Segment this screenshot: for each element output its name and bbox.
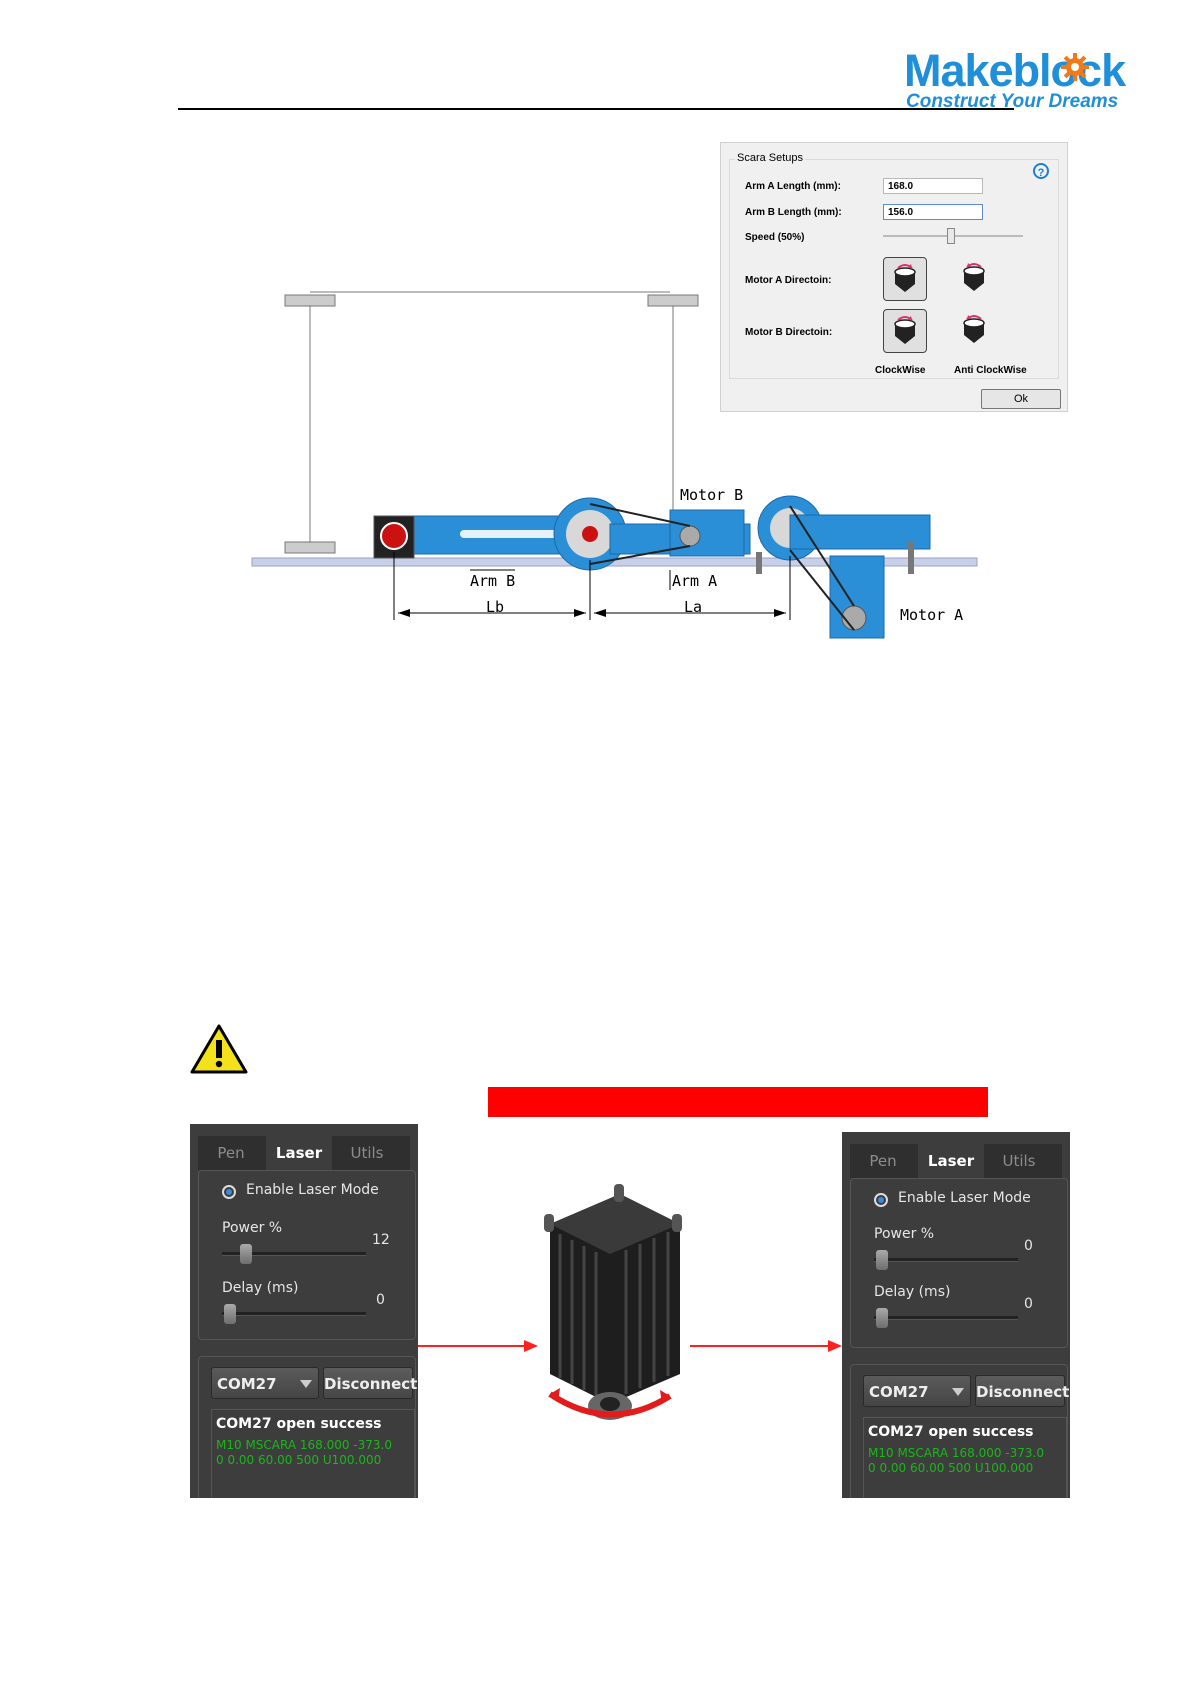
speed-label: Speed (50%) xyxy=(745,232,805,243)
laser-settings-box xyxy=(850,1178,1068,1348)
arrow-right-icon xyxy=(418,1340,538,1352)
motor-b-direction-label: Motor B Directoin: xyxy=(745,327,833,338)
warning-icon xyxy=(190,1024,248,1074)
delay-label: Delay (ms) xyxy=(222,1280,299,1296)
ok-button[interactable]: Ok xyxy=(981,389,1061,409)
console-gcode-line: M10 MSCARA 168.000 -373.00 0.00 60.00 50… xyxy=(868,1446,1044,1475)
delay-label: Delay (ms) xyxy=(874,1284,951,1300)
laser-panel-after: Pen Laser Utils Enable Laser Mode Power … xyxy=(842,1132,1070,1498)
disconnect-button[interactable]: Disconnect xyxy=(975,1375,1069,1407)
motor-a-label: Motor A xyxy=(900,606,964,624)
port-value: COM27 xyxy=(869,1383,929,1401)
arm-b-slot xyxy=(460,530,570,538)
tab-pen[interactable]: Pen xyxy=(217,1144,245,1162)
motor-b-anticlockwise-button[interactable] xyxy=(953,309,997,353)
console-gcode-line: M10 MSCARA 168.000 -373.00 0.00 60.00 50… xyxy=(216,1438,392,1467)
logo-tagline: Construct Your Dreams xyxy=(906,91,1119,112)
clockwise-label: ClockWise xyxy=(875,365,926,376)
warning-banner xyxy=(488,1087,988,1117)
tab-bar: Pen Laser Utils xyxy=(198,1136,410,1170)
drawing-frame xyxy=(284,291,699,554)
arm-b-label: Arm B xyxy=(470,572,516,590)
logo-text: Makeblock xyxy=(904,45,1126,96)
tab-laser[interactable]: Laser xyxy=(918,1144,984,1178)
power-label: Power % xyxy=(874,1226,935,1242)
arm-b-length-input[interactable]: 156.0 xyxy=(883,204,983,220)
motor-a-clockwise-button[interactable] xyxy=(883,257,927,301)
delay-slider-thumb[interactable] xyxy=(876,1308,888,1328)
power-slider-thumb[interactable] xyxy=(876,1250,888,1270)
scara-diagram xyxy=(251,291,978,639)
arrow-right-icon xyxy=(690,1340,842,1352)
motor-b-label: Motor B xyxy=(680,486,744,504)
power-label: Power % xyxy=(222,1220,283,1236)
lb-label: Lb xyxy=(486,598,505,616)
laser-module-image xyxy=(544,1184,682,1420)
stepper-motor-icon xyxy=(963,315,985,343)
enable-laser-label: Enable Laser Mode xyxy=(898,1190,1031,1206)
arm-b-length-label: Arm B Length (mm): xyxy=(745,207,842,218)
tab-bar: Pen Laser Utils xyxy=(850,1144,1062,1178)
enable-laser-label: Enable Laser Mode xyxy=(246,1182,379,1198)
console-status-line: COM27 open success xyxy=(216,1416,382,1432)
delay-value: 0 xyxy=(1024,1296,1033,1312)
motor-a-direction-label: Motor A Directoin: xyxy=(745,275,832,286)
tab-pen[interactable]: Pen xyxy=(869,1152,897,1170)
help-icon[interactable]: ? xyxy=(1033,163,1049,179)
tab-utils[interactable]: Utils xyxy=(350,1144,384,1162)
port-select[interactable]: COM27 xyxy=(211,1367,319,1399)
header-divider xyxy=(178,108,1014,110)
tab-utils[interactable]: Utils xyxy=(1002,1152,1036,1170)
enable-laser-radio[interactable] xyxy=(222,1185,236,1199)
arm-a-length-label: Arm A Length (mm): xyxy=(745,181,841,192)
scara-setups-dialog: Scara Setups ? Arm A Length (mm): 168.0 … xyxy=(720,142,1068,412)
anticlockwise-label: Anti ClockWise xyxy=(954,365,1027,376)
port-value: COM27 xyxy=(217,1375,277,1393)
laser-panel-before: Pen Laser Utils Enable Laser Mode Power … xyxy=(190,1124,418,1498)
delay-slider-thumb[interactable] xyxy=(224,1304,236,1324)
power-slider-thumb[interactable] xyxy=(240,1244,252,1264)
laser-settings-box xyxy=(198,1170,416,1340)
chevron-down-icon xyxy=(300,1380,312,1388)
stepper-motor-icon xyxy=(894,264,916,292)
delay-value: 0 xyxy=(376,1292,385,1308)
arm-a-length-input[interactable]: 168.0 xyxy=(883,178,983,194)
speed-slider-thumb[interactable] xyxy=(947,228,955,244)
la-label: La xyxy=(684,598,703,616)
connection-box: COM27 Disconnect COM27 open success M10 … xyxy=(850,1364,1069,1498)
disconnect-button[interactable]: Disconnect xyxy=(323,1367,417,1399)
dimension-lines xyxy=(393,552,791,620)
delay-slider-track[interactable] xyxy=(222,1312,366,1316)
power-value: 12 xyxy=(372,1232,390,1248)
connection-box: COM27 Disconnect COM27 open success M10 … xyxy=(198,1356,417,1498)
power-slider-track[interactable] xyxy=(222,1252,366,1256)
motor-b-clockwise-button[interactable] xyxy=(883,309,927,353)
makeblock-logo: Makeblock xyxy=(904,45,1126,96)
console-log: COM27 open success M10 MSCARA 168.000 -3… xyxy=(211,1409,415,1498)
console-log: COM27 open success M10 MSCARA 168.000 -3… xyxy=(863,1417,1067,1498)
stepper-motor-icon xyxy=(894,316,916,344)
scara-setups-group xyxy=(729,159,1059,379)
power-value: 0 xyxy=(1024,1238,1033,1254)
delay-slider-track[interactable] xyxy=(874,1316,1018,1320)
arm-a-label: Arm A xyxy=(672,572,718,590)
gear-icon xyxy=(1061,53,1089,81)
enable-laser-radio[interactable] xyxy=(874,1193,888,1207)
tab-laser[interactable]: Laser xyxy=(266,1136,332,1170)
chevron-down-icon xyxy=(952,1388,964,1396)
stepper-motor-icon xyxy=(963,263,985,291)
console-status-line: COM27 open success xyxy=(868,1424,1034,1440)
power-slider-track[interactable] xyxy=(874,1258,1018,1262)
dialog-title: Scara Setups xyxy=(735,152,806,164)
motor-a-anticlockwise-button[interactable] xyxy=(953,257,997,301)
port-select[interactable]: COM27 xyxy=(863,1375,971,1407)
